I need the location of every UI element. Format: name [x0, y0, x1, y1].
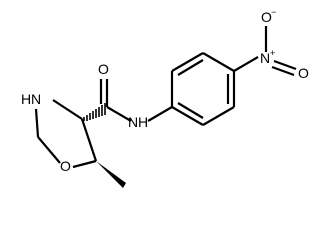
atom-amide-nitrogen: N — [128, 114, 138, 130]
stereo-wedge-bond — [96, 161, 126, 188]
benzene-inner-bond-3 — [177, 102, 204, 119]
atom-ring-nitrogen: N — [31, 91, 41, 107]
atom-ring-nitrogen-h: H — [21, 91, 31, 107]
nitro-nitrogen-charge: + — [270, 48, 275, 58]
benzene-bond-3 — [202, 52, 235, 72]
bond-c2-o1 — [37, 136, 61, 164]
atom-ring-oxygen: O — [60, 158, 71, 174]
bond-c4-n3 — [52, 99, 83, 120]
stereo-hash-bond — [83, 103, 106, 121]
benzene-bond-5 — [202, 106, 235, 126]
atom-carbonyl-oxygen: O — [98, 61, 109, 77]
atom-nitro-oxygen-single: O — [261, 9, 272, 25]
bond-nitro-o-double-1 — [273, 59, 297, 71]
bond-n-aryl — [147, 106, 173, 122]
atom-nitro-nitrogen: N — [260, 50, 270, 66]
bond-n3-c2 — [34, 108, 40, 138]
atom-nitro-oxygen-double: O — [298, 65, 309, 81]
bond-c-n-amide — [106, 106, 132, 122]
nitro-oxygen-charge: − — [271, 7, 276, 17]
benzene-bond-2 — [171, 52, 204, 72]
structural-formula: O H N N H O N + O − O — [21, 7, 309, 188]
bond-o1-c5 — [72, 159, 97, 169]
atom-amide-nitrogen-h: H — [138, 114, 148, 130]
bond-aryl-nitro — [233, 56, 259, 72]
benzene-bond-6 — [171, 106, 204, 126]
bond-nitro-o-double-2 — [271, 65, 295, 77]
benzene-inner-bond-1 — [177, 59, 204, 76]
bond-c5-c4 — [80, 118, 98, 162]
